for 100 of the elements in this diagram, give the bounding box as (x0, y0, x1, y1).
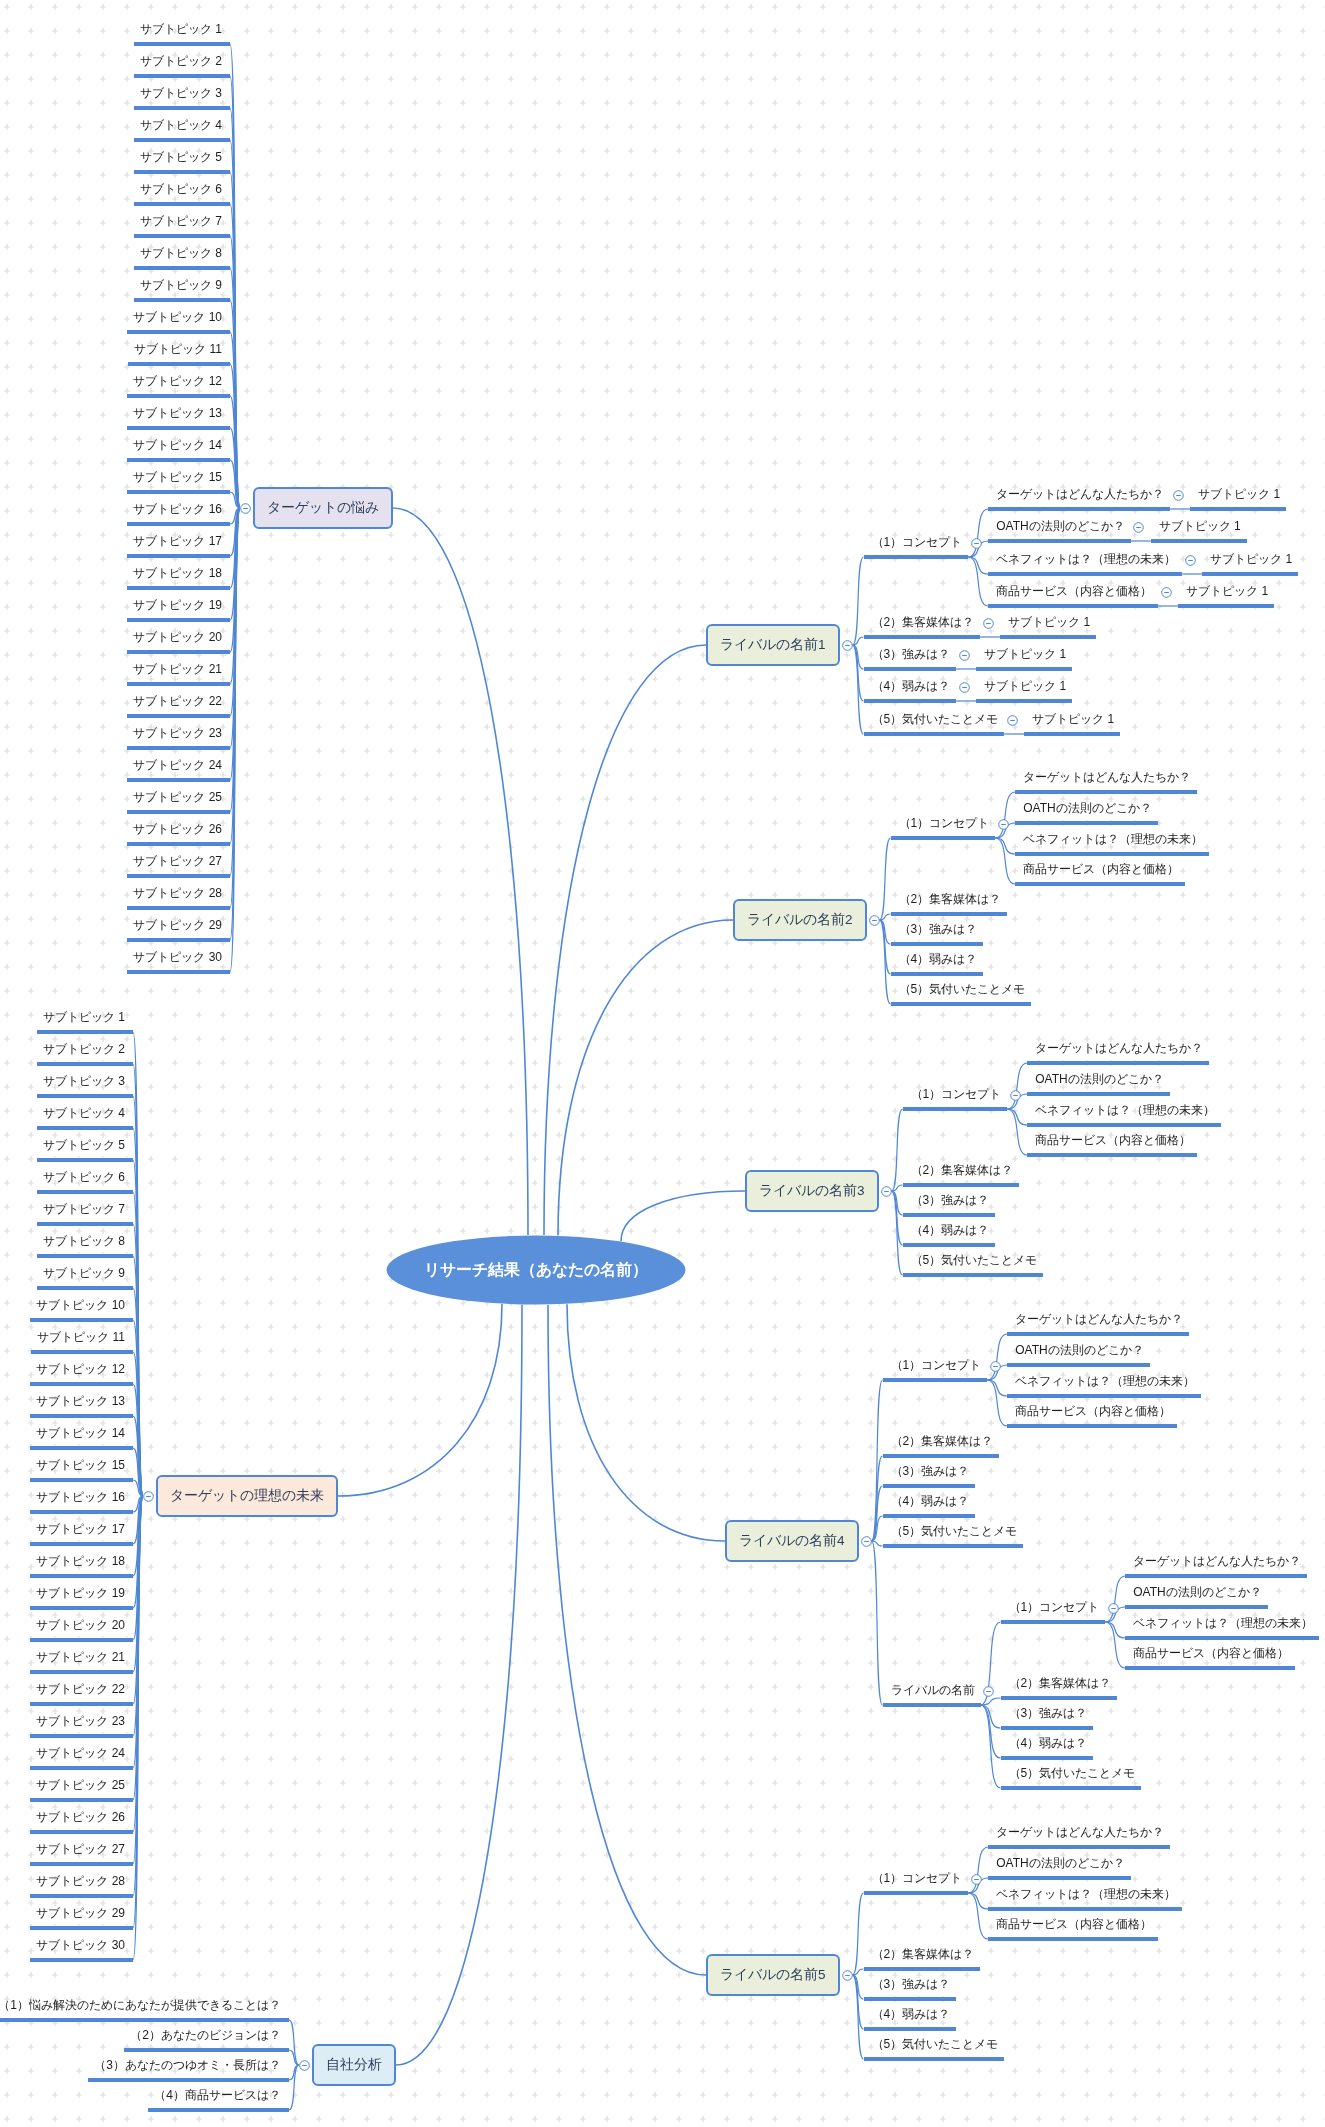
subtopic-label: サブトピック 4 (37, 1106, 133, 1130)
subtopic-label: （2）集客媒体は？ (902, 1163, 1020, 1187)
subtopic-label: サブトピック 1 (1190, 487, 1287, 511)
subtopic-label: サブトピック 1 (1178, 584, 1275, 608)
subtopic-label: 商品サービス（内容と価格） (988, 1917, 1159, 1941)
subtopic-label: サブトピック 28 (127, 886, 230, 910)
branch-line (967, 556, 989, 607)
subtopic-label: サブトピック 29 (127, 918, 230, 942)
subtopic-label: OATHの法則のどこか？ (1007, 1343, 1150, 1367)
subtopic-label: 商品サービス（内容と価格） (988, 584, 1159, 608)
subtopic-label: （2）集客媒体は？ (882, 1434, 1000, 1458)
subtopic-label: （2）集客媒体は？ (863, 1947, 981, 1971)
subtopic-label: サブトピック 12 (30, 1362, 133, 1386)
branch-line (994, 837, 1016, 885)
branch-line (870, 1515, 884, 1542)
branch-line (229, 427, 241, 509)
subtopic-label: サブトピック 22 (30, 1682, 133, 1706)
branch-line (890, 1190, 904, 1276)
branch-line (878, 913, 892, 921)
subtopic-label: サブトピック 3 (134, 86, 230, 110)
subtopic-label: （5）気付いたことメモ (890, 982, 1032, 1006)
branch-line (890, 1190, 904, 1216)
topic-box: ライバルの名前4 (725, 1520, 859, 1562)
topic-box: ライバルの名前1 (706, 624, 840, 666)
subtopic-label: 商品サービス（内容と価格） (1007, 1404, 1178, 1428)
branch-line (851, 556, 865, 646)
branch-line (132, 1495, 144, 1545)
subtopic-label: サブトピック 1 (1024, 712, 1121, 736)
subtopic-label: OATHの法則のどこか？ (988, 519, 1131, 543)
subtopic-label: OATHの法則のどこか？ (1015, 801, 1158, 825)
subtopic-label: （1）コンセプト (1000, 1600, 1106, 1624)
subtopic-label: サブトピック 6 (37, 1170, 133, 1194)
subtopic-label: サブトピック 17 (127, 534, 230, 558)
subtopic-label: サブトピック 2 (134, 54, 230, 78)
subtopic-label: （4）弱みは？ (1000, 1736, 1094, 1760)
subtopic-label: サブトピック 16 (30, 1490, 133, 1514)
branch-line (543, 644, 707, 1236)
branch-line (337, 1303, 503, 1497)
subtopic-label: サブトピック 6 (134, 182, 230, 206)
subtopic-label: サブトピック 30 (127, 950, 230, 974)
subtopic-label: （5）気付いたことメモ (863, 712, 1005, 736)
subtopic-label: OATHの法則のどこか？ (1125, 1585, 1268, 1609)
branch-line (967, 1892, 989, 1910)
subtopic-label: サブトピック 1 (1202, 552, 1299, 576)
subtopic-label: （3）あなたのつゆオミ・長所は？ (88, 2058, 289, 2082)
topic-box: ターゲットの悩み (253, 487, 393, 529)
subtopic-label: サブトピック 14 (30, 1426, 133, 1450)
subtopic-label: ベネフィットは？（理想の未来） (1007, 1374, 1202, 1398)
branch-line (967, 540, 989, 558)
subtopic-label: ターゲットはどんな人たちか？ (988, 487, 1171, 511)
branch-line (229, 459, 241, 509)
topic-box: ライバルの名前2 (733, 899, 867, 941)
branch-line (1157, 605, 1179, 607)
subtopic-label: サブトピック 1 (976, 647, 1073, 671)
branch-line (967, 556, 989, 575)
branch-line (288, 2064, 300, 2111)
subtopic-label: サブトピック 21 (30, 1650, 133, 1674)
subtopic-label: サブトピック 12 (127, 374, 230, 398)
subtopic-label: ベネフィットは？（理想の未来） (988, 1887, 1183, 1911)
branch-line (229, 507, 241, 525)
subtopic-label: サブトピック 26 (30, 1810, 133, 1834)
branch-line (851, 636, 865, 646)
topic-box: ライバルの名前5 (706, 1954, 840, 1996)
subtopic-label: ターゲットはどんな人たちか？ (1015, 770, 1198, 794)
subtopic-label: サブトピック 5 (37, 1138, 133, 1162)
subtopic-label: 商品サービス（内容と価格） (1015, 862, 1186, 886)
branch-line (132, 1479, 144, 1497)
branch-line (1006, 1108, 1028, 1126)
branch-line (851, 1968, 865, 1976)
subtopic-label: （1）悩み解決のためにあなたが提供できることは？ (0, 1998, 289, 2022)
branch-line (851, 1974, 865, 2000)
subtopic-label: ターゲットはどんな人たちか？ (988, 1825, 1171, 1849)
subtopic-label: サブトピック 8 (37, 1234, 133, 1258)
subtopic-label: （4）弱みは？ (863, 679, 957, 703)
subtopic-label: （4）弱みは？ (902, 1223, 996, 1247)
branch-line (890, 1108, 904, 1192)
subtopic-label: サブトピック 9 (134, 278, 230, 302)
subtopic-label: （3）強みは？ (902, 1193, 996, 1217)
subtopic-label: ターゲットはどんな人たちか？ (1027, 1041, 1210, 1065)
subtopic-label: サブトピック 1 (1000, 615, 1097, 639)
topic-box: 自社分析 (312, 2044, 396, 2086)
subtopic-label: サブトピック 24 (30, 1746, 133, 1770)
subtopic-label: ターゲットはどんな人たちか？ (1125, 1554, 1308, 1578)
subtopic-label: （5）気付いたことメモ (1000, 1766, 1142, 1790)
branch-line (870, 1540, 884, 1547)
branch-line (1003, 733, 1025, 735)
subtopic-label: （1）コンセプト (863, 535, 969, 559)
subtopic-label: サブトピック 1 (37, 1010, 133, 1034)
subtopic-label: （4）商品サービスは？ (148, 2088, 289, 2112)
branch-line (994, 837, 1016, 855)
subtopic-label: サブトピック 3 (37, 1074, 133, 1098)
branch-line (967, 1892, 989, 1940)
branch-line (566, 1303, 726, 1542)
subtopic-label: サブトピック 8 (134, 246, 230, 270)
subtopic-label: サブトピック 13 (127, 406, 230, 430)
subtopic-label: （4）弱みは？ (863, 2007, 957, 2031)
subtopic-label: ライバルの名前 (882, 1683, 981, 1707)
branch-line (395, 1304, 523, 2066)
subtopic-label: サブトピック 18 (127, 566, 230, 590)
subtopic-label: サブトピック 25 (30, 1778, 133, 1802)
